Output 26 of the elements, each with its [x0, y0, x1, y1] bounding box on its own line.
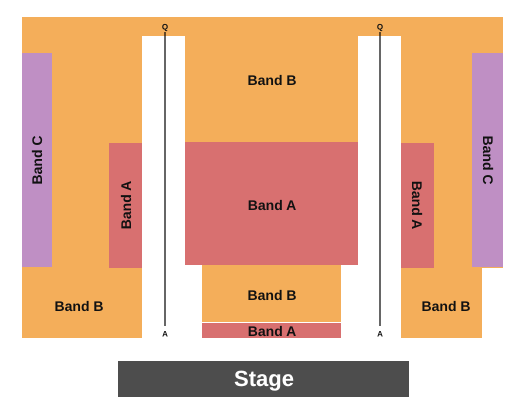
section-label: Band C: [29, 136, 45, 184]
seating-section: [22, 17, 142, 338]
section-label: Band A: [409, 180, 425, 230]
section-label: Band C: [480, 136, 496, 184]
stage: [118, 361, 409, 397]
row-label: Q: [376, 22, 384, 32]
section-label: Band B: [422, 298, 470, 314]
seating-section: [109, 143, 142, 268]
stage-label: Stage: [234, 366, 294, 392]
seating-section: [202, 323, 341, 338]
section-label: Band A: [118, 180, 134, 230]
row-label: A: [377, 330, 383, 338]
section-label: Band B: [248, 287, 296, 303]
row-label: Q: [162, 22, 168, 32]
section-label: Band A: [248, 197, 296, 213]
section-label: Band A: [248, 323, 296, 339]
seating-section: [202, 265, 341, 322]
section-label: Band B: [248, 72, 296, 88]
seating-section: [185, 142, 358, 265]
seating-section: [401, 17, 503, 338]
seating-section: [472, 53, 503, 267]
seating-section: [142, 17, 401, 142]
seating-section: [22, 53, 52, 267]
section-label: Band B: [54, 298, 104, 314]
seating-section: [401, 143, 434, 268]
row-label: A: [162, 330, 168, 338]
